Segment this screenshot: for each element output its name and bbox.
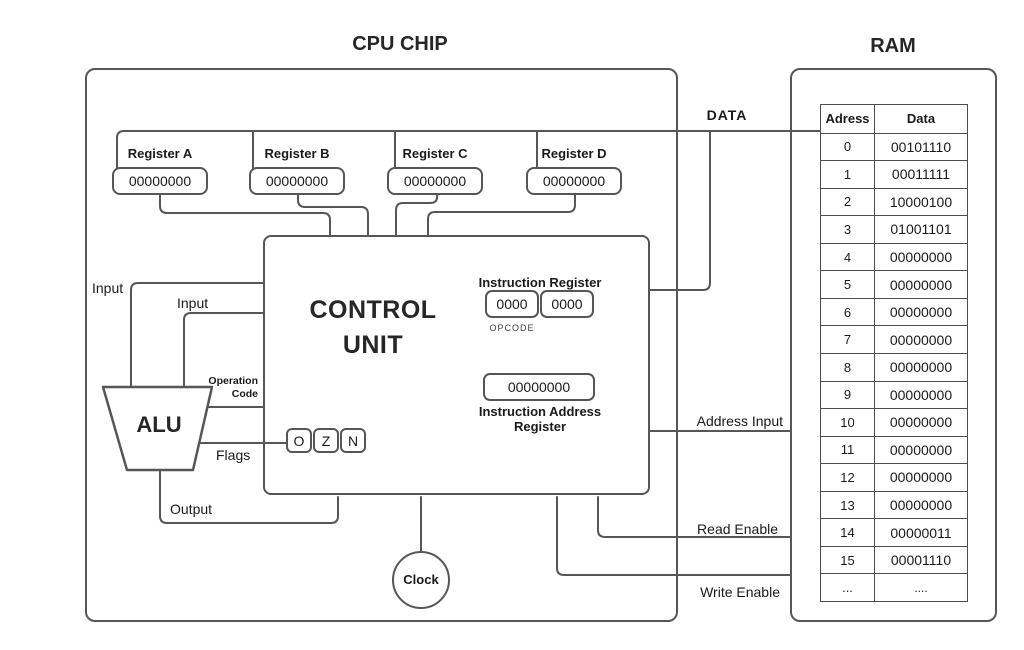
control-unit-title-line1: CONTROL [309,296,437,324]
register-b-value: 00000000 [249,167,345,195]
control-unit-box: CONTROL UNIT Instruction Register 0000 0… [263,235,650,495]
ram-table: Adress Data 0 00101110 1 00011111 2 1000… [820,104,968,602]
input-2-label: Input [177,295,209,311]
alu-label: ALU [136,412,182,437]
register-a: Register A 00000000 [112,146,208,195]
ram-address-cell: 11 [821,435,874,464]
ram-address-cell: 15 [821,545,874,574]
register-d-value: 00000000 [526,167,622,195]
register-b: Register B 00000000 [249,146,345,195]
operation-code-label-line2: Code [231,388,258,400]
data-label: DATA [706,107,748,123]
instruction-address-register-box: 00000000 [483,373,595,401]
ram-data-cell: 00000000 [874,463,967,491]
ram-address-cell: ... [821,573,874,601]
ram-header-data: Data [874,105,967,133]
register-c-value: 00000000 [387,167,483,195]
register-a-label: Register A [127,146,193,161]
register-d-label: Register D [541,146,607,161]
control-unit-title: CONTROL UNIT [293,293,453,363]
address-input-label: Address Input [696,413,783,429]
ram-header-address: Adress [825,111,870,127]
register-c: Register C 00000000 [387,146,483,195]
ram-data-cell: 01001101 [874,215,967,243]
ram-address-cell: 13 [821,490,874,519]
flag-o-box: O [286,428,312,453]
ram-address-cell: 8 [821,352,874,381]
ram-address-cell: 7 [821,325,874,353]
operation-code-label: Operation Code [168,375,258,401]
clock-label: Clock [403,572,439,587]
write-enable-label: Write Enable [700,584,780,600]
ram-address-cell: 14 [821,518,874,546]
ram-address-cell: 2 [821,187,874,216]
ram-data-cell: 00000000 [874,270,967,298]
ram-address-cell: 12 [821,463,874,491]
flag-n-box: N [340,428,366,453]
opcode-label: OPCODE [489,323,535,333]
ram-data-cell: 00000000 [874,380,967,409]
ram-data-cell: 00000000 [874,242,967,271]
ram-address-cell: 6 [821,297,874,326]
ram-data-cell: 00001110 [874,545,967,574]
cpu-chip-title: CPU CHIP [352,33,448,55]
ram-address-cell: 0 [821,132,874,161]
register-a-value: 00000000 [112,167,208,195]
read-enable-label: Read Enable [697,521,778,537]
output-label: Output [170,501,213,517]
instruction-register-opcode-box: 0000 [485,290,539,318]
operation-code-label-line1: Operation [208,375,258,387]
ram-data-cell: 00000011 [874,518,967,546]
ram-data-cell: 00000000 [874,490,967,519]
ram-title: RAM [870,35,916,57]
ram-address-cell: 4 [821,242,874,271]
ram-data-cell: 00011111 [874,160,967,188]
ram-address-cell: 1 [821,160,874,188]
ram-address-cell: 5 [821,270,874,298]
ram-address-cell: 10 [821,408,874,436]
ram-data-cell: .... [874,573,967,601]
register-c-label: Register C [402,146,468,161]
instruction-register-operand-box: 0000 [540,290,594,318]
register-d: Register D 00000000 [526,146,622,195]
flag-z-box: Z [313,428,339,453]
ram-data-cell: 00000000 [874,352,967,381]
ram-data-cell: 10000100 [874,187,967,216]
ram-data-cell: 00000000 [874,297,967,326]
ram-data-cell: 00000000 [874,435,967,464]
instruction-register-label: Instruction Register [478,275,602,290]
ram-address-cell: 3 [821,215,874,243]
instruction-address-register-label: Instruction Address Register [478,404,602,434]
ram-data-cell: 00101110 [874,132,967,161]
ram-data-cell: 00000000 [874,325,967,353]
flags-label: Flags [216,447,251,463]
ram-data-cell: 00000000 [874,408,967,436]
input-1-label: Input [92,280,124,296]
register-b-label: Register B [264,146,330,161]
ram-address-cell: 9 [821,380,874,409]
control-unit-title-line2: UNIT [342,331,404,359]
